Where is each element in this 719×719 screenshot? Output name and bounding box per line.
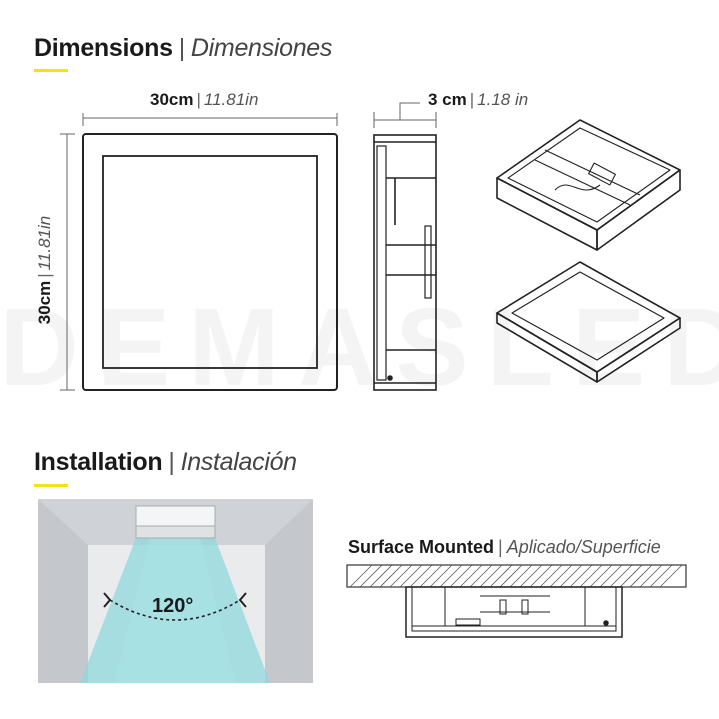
surface-mounted-es: Aplicado/Superficie xyxy=(506,537,661,557)
height-in: 11.81in xyxy=(35,215,54,271)
height-label: 30cm | 11.81in xyxy=(35,216,55,324)
watermark: DEMASLED xyxy=(0,286,719,409)
dimensions-title-es: Dimensiones xyxy=(190,34,333,62)
surface-mounted-en: Surface Mounted xyxy=(348,537,495,557)
depth-separator: | xyxy=(469,90,475,109)
width-label: 30cm|11.81in xyxy=(150,90,258,110)
isometric-open-housing xyxy=(496,119,681,251)
installation-title-en: Installation xyxy=(34,448,163,476)
dimensions-underline xyxy=(34,69,68,72)
side-section-view xyxy=(373,134,437,391)
isometric-panel xyxy=(496,261,681,383)
height-cm: 30cm xyxy=(35,280,54,325)
depth-in: 1.18 in xyxy=(477,90,529,109)
surface-mounted-separator: | xyxy=(498,537,503,557)
depth-label: 3 cm|1.18 in xyxy=(428,90,528,110)
width-dimension-line xyxy=(82,113,338,126)
installation-title-es: Instalación xyxy=(180,448,298,476)
beam-angle-label: 120° xyxy=(152,595,194,617)
depth-dimension-line xyxy=(373,102,437,128)
surface-mounted-title: Surface Mounted|Aplicado/Superficie xyxy=(348,537,661,558)
front-view xyxy=(82,133,338,391)
surface-mounted-section xyxy=(346,564,687,638)
installation-title-separator: | xyxy=(168,448,175,476)
installation-heading: Installation|Instalación xyxy=(34,448,297,477)
width-in: 11.81in xyxy=(203,90,259,109)
height-dimension-line xyxy=(60,133,75,391)
dimensions-title-en: Dimensions xyxy=(34,34,173,62)
width-separator: | xyxy=(196,90,201,109)
depth-cm: 3 cm xyxy=(428,90,467,109)
dimensions-heading: Dimensions|Dimensiones xyxy=(34,34,332,63)
installation-underline xyxy=(34,484,68,487)
height-separator: | xyxy=(35,273,54,278)
room-perspective xyxy=(38,499,313,683)
dimensions-title-separator: | xyxy=(178,34,186,62)
width-cm: 30cm xyxy=(150,90,194,109)
beam-angle-indicator xyxy=(103,592,247,621)
